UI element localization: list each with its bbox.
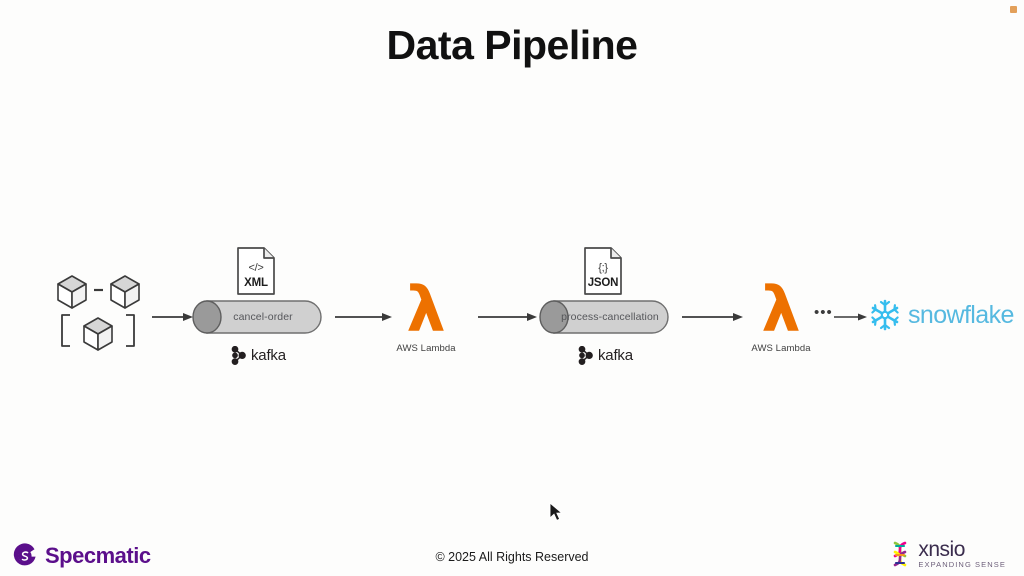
kafka-logo-icon	[231, 346, 246, 365]
arrow-topic2-to-lambda2	[682, 311, 744, 323]
xnsio-brand: xnsio EXPANDING SENSE	[889, 539, 1006, 569]
json-document-icon: {;} JSON	[583, 247, 623, 295]
microservices-cube-cluster-icon	[50, 268, 155, 360]
xnsio-tagline: EXPANDING SENSE	[918, 560, 1006, 570]
aws-lambda-label: AWS Lambda	[396, 343, 456, 354]
arrow-lambda2-to-snowflake	[834, 311, 868, 323]
arrow-lambda1-to-topic2	[478, 311, 538, 323]
page-title: Data Pipeline	[386, 22, 638, 68]
json-icon-label: JSON	[587, 277, 619, 289]
specmatic-brand: Specmatic	[12, 543, 151, 569]
json-icon-symbol: {;}	[598, 262, 608, 274]
arrow-source-to-topic1	[152, 311, 194, 323]
kafka-brand-1: kafka	[231, 346, 286, 365]
corner-marker-dot	[1010, 6, 1017, 13]
snowflake-label: snowflake	[908, 300, 1014, 329]
copyright-text: © 2025 All Rights Reserved	[435, 550, 589, 564]
kafka-brand-2: kafka	[578, 346, 633, 365]
snowflake-logo-icon	[871, 299, 899, 331]
specmatic-label: Specmatic	[45, 543, 151, 568]
aws-lambda-2: λ AWS Lambda	[743, 273, 819, 355]
aws-lambda-1: λ AWS Lambda	[388, 273, 464, 355]
lambda-glyph-icon: λ	[761, 273, 801, 346]
kafka-topic-process-cancellation[interactable]: process-cancellation	[537, 300, 669, 334]
lambda-glyph-icon: λ	[406, 273, 446, 346]
mouse-cursor	[549, 502, 563, 521]
arrow-topic1-to-lambda1	[335, 311, 393, 323]
snowflake-warehouse: snowflake	[868, 298, 1014, 332]
kafka-label: kafka	[598, 347, 633, 364]
xml-icon-label: XML	[244, 277, 268, 289]
kafka-logo-icon	[578, 346, 593, 365]
xml-icon-symbol: </>	[248, 262, 264, 274]
kafka-label: kafka	[251, 347, 286, 364]
xnsio-label: xnsio	[918, 538, 965, 562]
aws-lambda-label: AWS Lambda	[751, 343, 811, 354]
xnsio-helix-icon	[894, 541, 907, 567]
kafka-topic-cancel-order[interactable]: cancel-order	[190, 300, 322, 334]
specmatic-logo-icon	[13, 543, 36, 566]
pipeline-ellipsis: •••	[814, 304, 833, 321]
xml-document-icon: </> XML	[236, 247, 276, 295]
